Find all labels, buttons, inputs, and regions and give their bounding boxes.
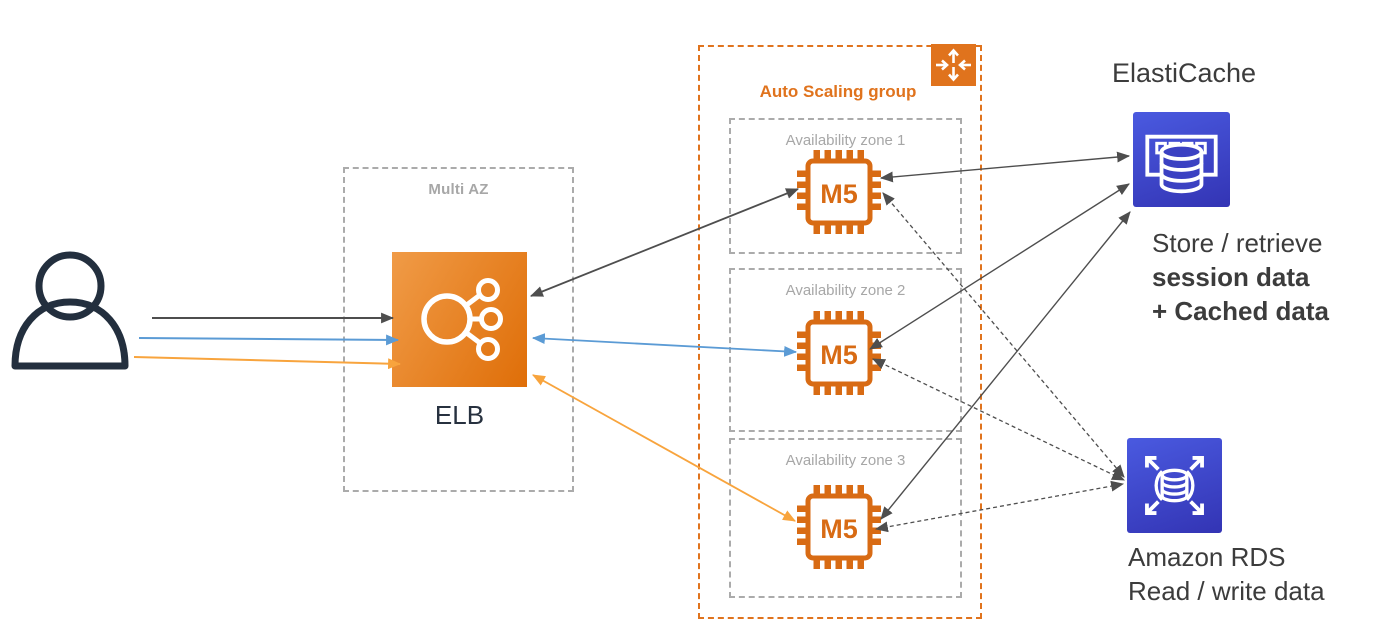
elasticache-icon: [1133, 112, 1230, 207]
auto-scaling-group-label: Auto Scaling group: [759, 82, 917, 101]
multi-az-box: Multi AZ: [343, 167, 574, 492]
elasticache-caption: Store / retrieve session data + Cached d…: [1152, 226, 1329, 328]
rds-icon: [1127, 438, 1222, 533]
rds-caption-line2: Read / write data: [1128, 576, 1325, 606]
rds-caption: Amazon RDS Read / write data: [1128, 540, 1325, 608]
m5-label: M5: [820, 179, 858, 209]
m5-label: M5: [820, 340, 858, 370]
m5-chip-icon-az1: M5: [797, 150, 881, 234]
elb-icon: [392, 252, 527, 387]
m5-chip-icon-az3: M5: [797, 485, 881, 569]
user-icon: [11, 251, 129, 370]
m5-label: M5: [820, 514, 858, 544]
m5-chip-icon-az2: M5: [797, 311, 881, 395]
availability-zone-1-label: Availability zone 1: [785, 132, 906, 149]
availability-zone-3-label: Availability zone 3: [785, 452, 906, 469]
multi-az-label: Multi AZ: [428, 181, 489, 198]
load-balancer-icon: [421, 278, 503, 361]
elasticache-title: ElastiCache: [1112, 58, 1257, 88]
elasticache-caption-line1: Store / retrieve: [1152, 228, 1323, 258]
rds-caption-line1: Amazon RDS: [1128, 542, 1286, 572]
elb-label: ELB: [434, 400, 485, 430]
rds-database-icon: [1145, 456, 1204, 515]
availability-zone-2-label: Availability zone 2: [785, 282, 906, 299]
auto-scaling-icon: [931, 44, 976, 86]
elasticache-caption-line3: + Cached data: [1152, 296, 1330, 326]
elasticache-memory-db-icon: [1145, 134, 1218, 194]
elasticache-caption-line2: session data: [1152, 262, 1310, 292]
